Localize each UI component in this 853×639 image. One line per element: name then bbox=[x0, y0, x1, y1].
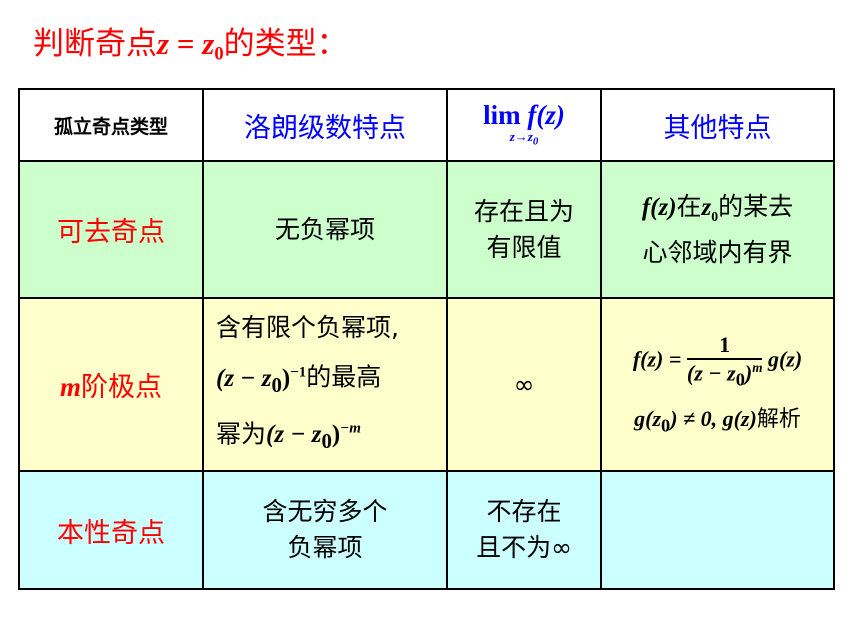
page-title: 判断奇点z = z0的类型： bbox=[33, 24, 348, 75]
table-header-row: 孤立奇点类型 洛朗级数特点 lim f(z) z→z0 其他特点 bbox=[18, 88, 835, 162]
limit-pole: ∞ bbox=[446, 297, 602, 472]
table-row: 可去奇点 无负幂项 存在且为有限值 f(z)在z0的某去 心邻域内有界 bbox=[18, 160, 835, 299]
header-type: 孤立奇点类型 bbox=[18, 88, 204, 162]
header-limit: lim f(z) z→z0 bbox=[446, 88, 602, 162]
table-row: 本性奇点 含无穷多个负幂项 不存在且不为∞ bbox=[18, 470, 835, 590]
type-pole: m阶极点 bbox=[18, 297, 204, 472]
type-removable: 可去奇点 bbox=[18, 160, 204, 299]
title-text: 判断奇点 bbox=[33, 26, 157, 62]
header-laurent: 洛朗级数特点 bbox=[202, 88, 448, 162]
other-removable: f(z)在z0的某去 心邻域内有界 bbox=[600, 160, 835, 299]
laurent-essential: 含无穷多个负幂项 bbox=[202, 470, 448, 590]
other-pole: f(z) = 1(z − z0)m g(z) g(z0) ≠ 0, g(z)解析 bbox=[600, 297, 835, 472]
limit-removable: 存在且为有限值 bbox=[446, 160, 602, 299]
title-suffix: 的类型： bbox=[223, 26, 348, 62]
laurent-removable: 无负幂项 bbox=[202, 160, 448, 299]
limit-essential: 不存在且不为∞ bbox=[446, 470, 602, 590]
header-other: 其他特点 bbox=[600, 88, 835, 162]
table-row: m阶极点 含有限个负幂项, (z − z0)−1的最高 幂为(z − z0)−m… bbox=[18, 297, 835, 472]
other-essential bbox=[600, 470, 835, 590]
type-essential: 本性奇点 bbox=[18, 470, 204, 590]
laurent-pole: 含有限个负幂项, (z − z0)−1的最高 幂为(z − z0)−m bbox=[202, 297, 448, 472]
title-math: z = z0 bbox=[157, 26, 224, 65]
singularity-table: 孤立奇点类型 洛朗级数特点 lim f(z) z→z0 其他特点 可去奇点 无负… bbox=[18, 88, 835, 590]
